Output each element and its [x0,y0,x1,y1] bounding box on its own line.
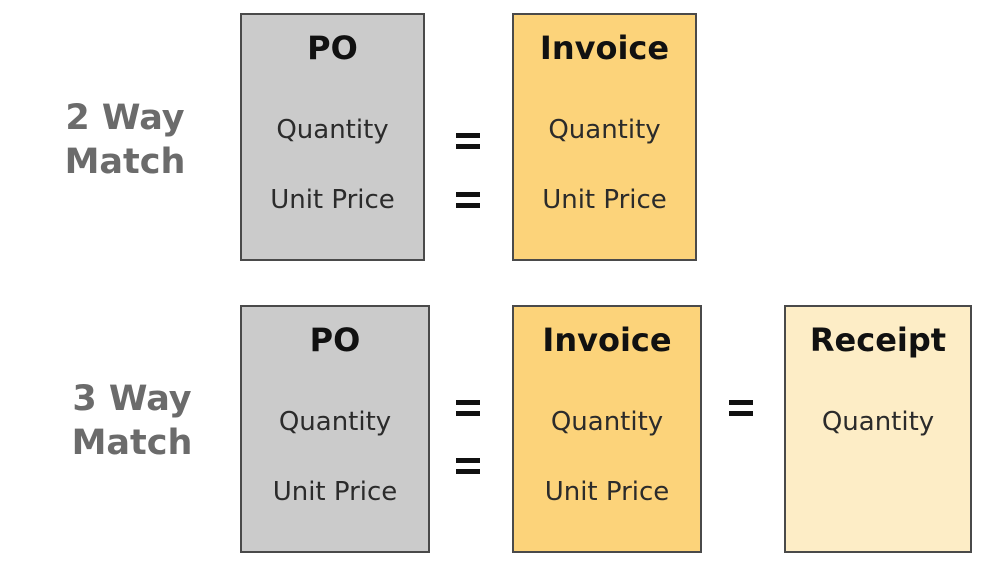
invoice-unit-price: Unit Price [544,477,670,507]
po-unit-price: Unit Price [270,185,395,215]
po-unit-price: Unit Price [272,477,398,507]
three-way-invoice-box: Invoice Quantity Unit Price [512,305,702,553]
three-way-po-box: PO Quantity Unit Price [240,305,430,553]
po-title: PO [307,29,358,67]
three-way-label-line1: 3 Way [72,379,192,419]
po-quantity: Quantity [276,115,389,145]
invoice-quantity: Quantity [550,407,664,437]
po-title: PO [309,321,361,359]
invoice-quantity: Quantity [548,115,661,145]
two-way-match-label: 2 Way Match [35,96,215,184]
three-way-equals-receipt [723,392,763,422]
po-quantity: Quantity [278,407,392,437]
three-way-match-label: 3 Way Match [42,377,222,465]
two-way-equals-unit-price [450,184,490,214]
invoice-unit-price: Unit Price [542,185,667,215]
two-way-equals-quantity [450,125,490,155]
invoice-title: Invoice [539,29,670,67]
receipt-quantity: Quantity [821,407,935,437]
invoice-title: Invoice [542,321,672,359]
three-way-receipt-box: Receipt Quantity [784,305,972,553]
two-way-po-box: PO Quantity Unit Price [240,13,425,261]
three-way-equals-unit-price [450,450,490,480]
receipt-title: Receipt [809,321,947,359]
two-way-invoice-box: Invoice Quantity Unit Price [512,13,697,261]
three-way-label-line2: Match [71,423,193,463]
three-way-equals-quantity [450,392,490,422]
two-way-label-line2: Match [64,142,186,182]
two-way-label-line1: 2 Way [65,98,185,138]
